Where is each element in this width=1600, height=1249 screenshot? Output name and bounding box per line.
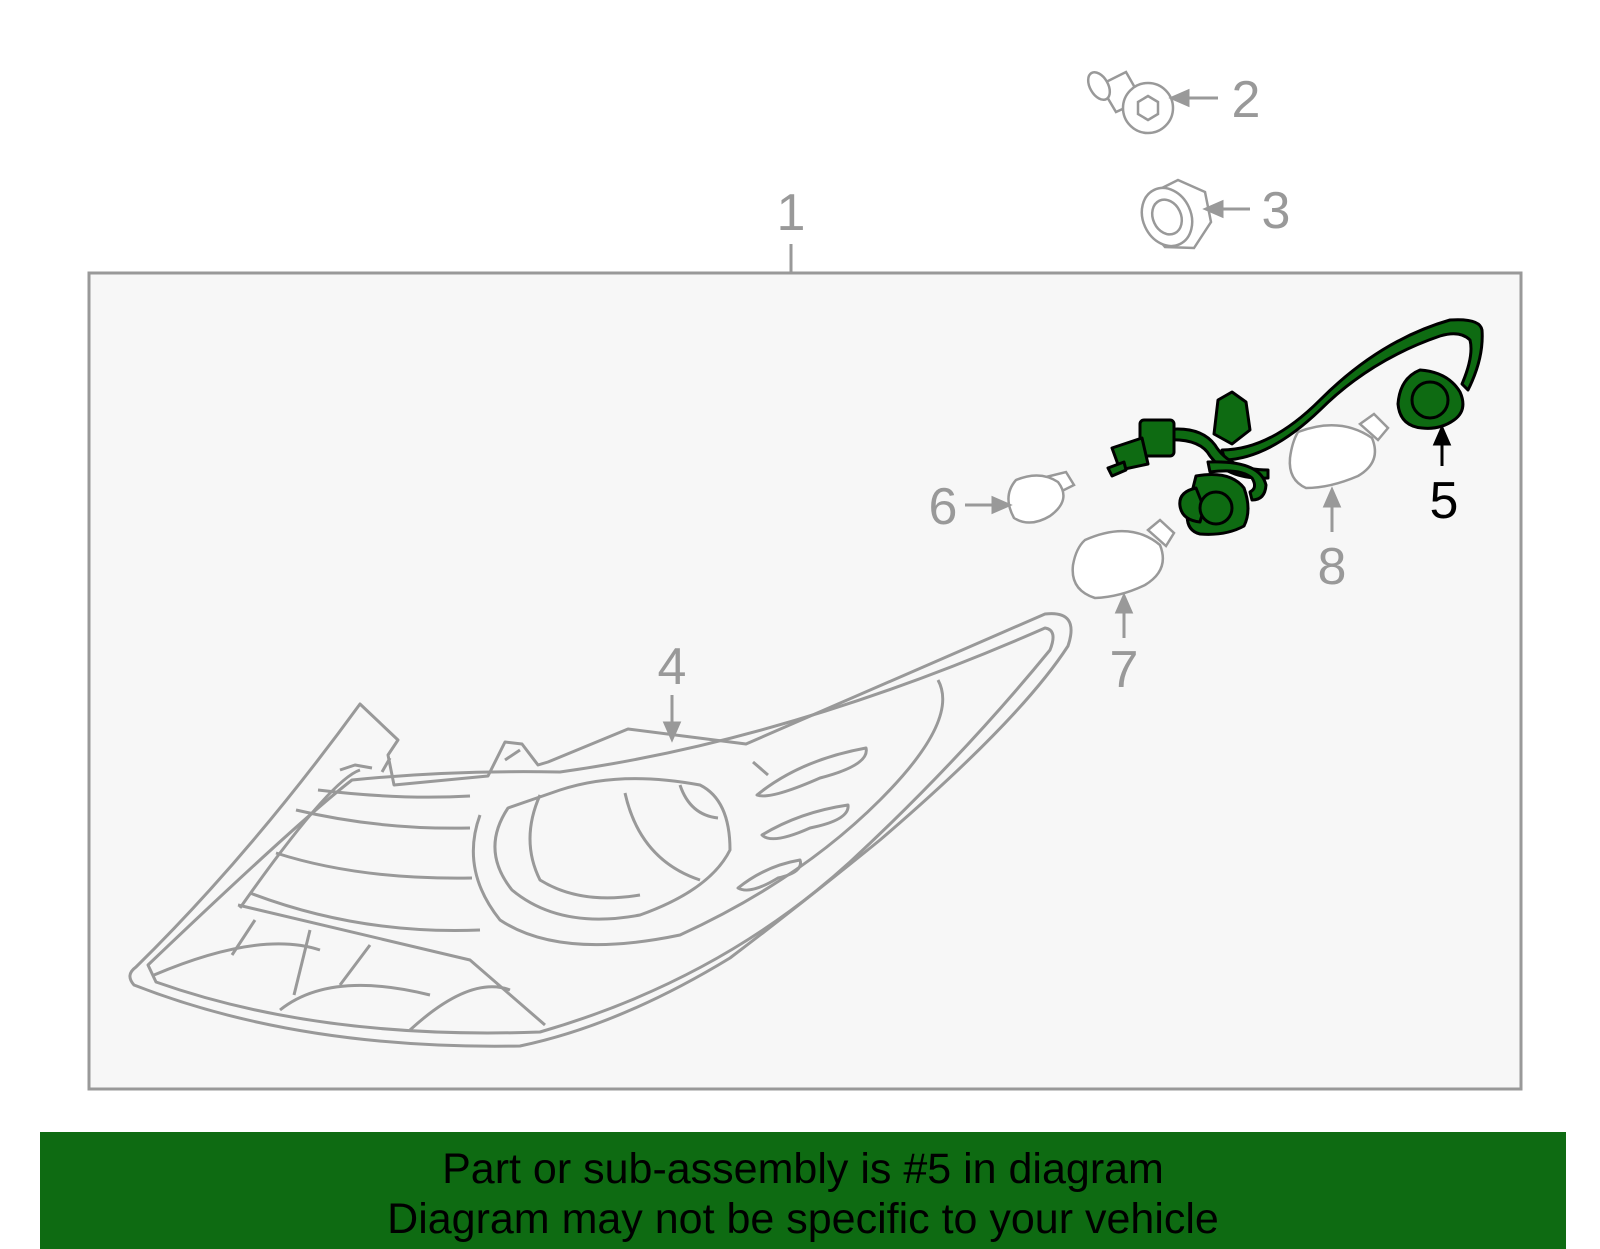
banner-line-disclaimer: Diagram may not be specific to your vehi… [387,1195,1219,1243]
callout-6: 6 [929,478,958,536]
callout-3: 3 [1262,182,1291,240]
info-banner: Part or sub-assembly is #5 in diagram Di… [40,1132,1566,1249]
callout-7: 7 [1110,641,1139,699]
arrow-5 [1432,424,1452,466]
arrow-4 [662,695,682,743]
parts-diagram: 1 2 3 4 5 6 7 8 [87,70,1523,1091]
arrow-6 [965,495,1013,515]
callout-5: 5 [1430,472,1459,530]
nut-part [1140,178,1213,250]
callout-8: 8 [1318,538,1347,596]
callout-1: 1 [777,184,806,242]
arrow-2 [1168,88,1218,108]
bulb-7 [1071,518,1176,600]
bulb-8 [1288,412,1390,490]
bolt-part [1086,70,1175,135]
callout-4: 4 [658,638,687,696]
socket-wire-harness [1106,318,1484,536]
tail-lamp-housing [128,612,1073,1048]
arrow-3 [1202,199,1250,219]
arrow-7 [1114,592,1134,638]
banner-line-part-number: Part or sub-assembly is #5 in diagram [442,1145,1164,1193]
callout-2: 2 [1232,71,1261,129]
arrow-8 [1322,486,1342,532]
